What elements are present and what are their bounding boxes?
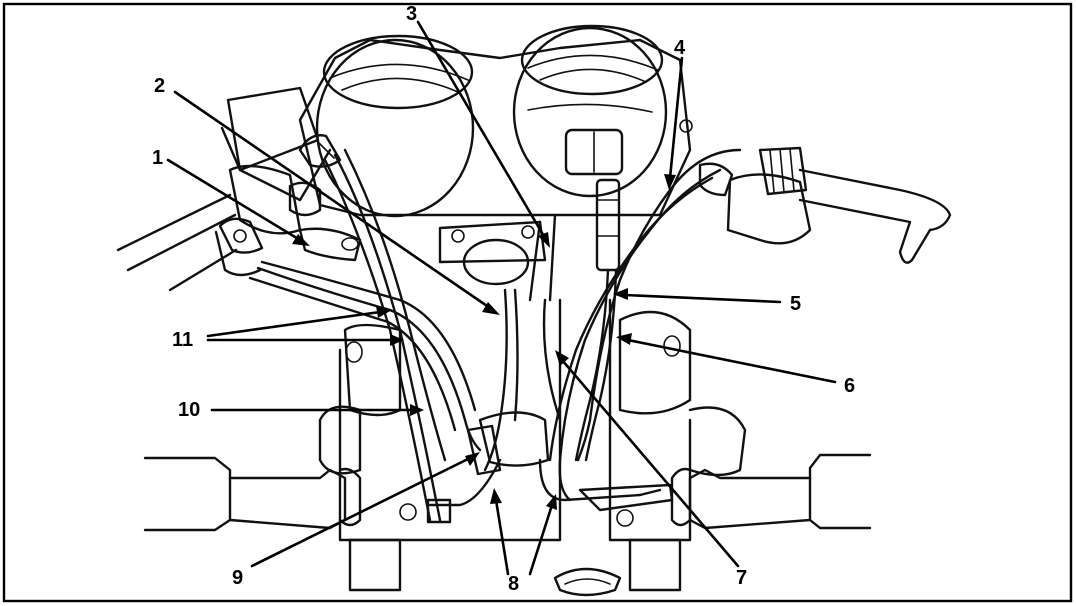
callout-2: 2: [154, 75, 165, 97]
indicator-housing: [564, 128, 624, 176]
callout-10: 10: [178, 399, 200, 421]
callout-11: 11: [172, 329, 193, 351]
callout-8: 8: [508, 573, 519, 595]
speedometer-gauge: [315, 34, 475, 218]
tachometer-gauge: [512, 24, 668, 198]
callout-7: 7: [736, 567, 747, 589]
callout-5: 5: [790, 293, 801, 315]
callout-3: 3: [406, 3, 417, 25]
callout-1: 1: [152, 147, 163, 169]
callout-6: 6: [844, 375, 855, 397]
leader-lines: [166, 20, 837, 576]
right-handlebar-assembly: [679, 119, 952, 264]
left-handlebar-assembly: [116, 86, 362, 292]
callout-4: 4: [674, 37, 686, 59]
callout-labels: 1 2 3 4 5 6 7 8 9 10 11: [152, 3, 855, 595]
callout-9: 9: [232, 567, 243, 589]
cable-bundle: [248, 148, 742, 522]
